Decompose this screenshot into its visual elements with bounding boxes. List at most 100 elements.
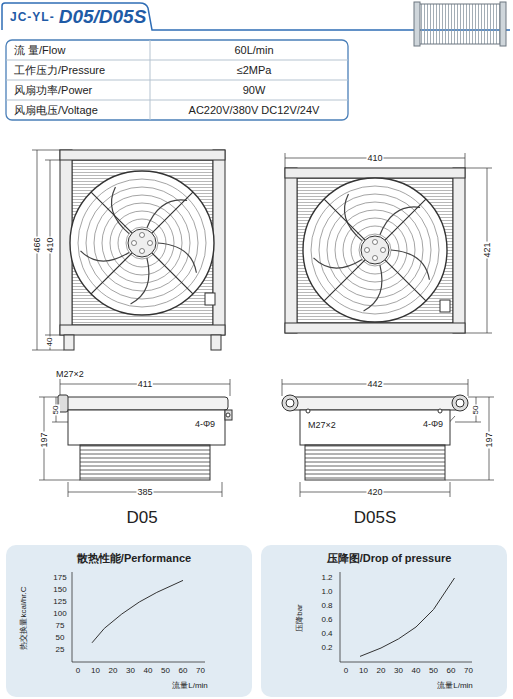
d05s-front-view-part-part: [314, 258, 363, 268]
d05-front-view-part: [60, 325, 225, 335]
d05-front-view-part-part: [132, 241, 137, 246]
d05-top-view-part: [225, 410, 232, 420]
d05s-front-view-part-part: [391, 250, 429, 280]
d05-front-view-part: [70, 171, 214, 315]
dimension: 50: [52, 405, 60, 416]
d05-top-view-part: [68, 410, 225, 445]
product-photo-part: [500, 2, 506, 46]
d05-front-view-part-part: [78, 179, 206, 307]
dimension-lines-part: [465, 153, 466, 168]
view-name: D05S: [353, 509, 398, 526]
dimension-lines-part: [455, 422, 481, 423]
dimension: 385: [136, 488, 153, 497]
tick-label: 1.2: [321, 574, 332, 582]
product-photo-part: [414, 2, 420, 46]
thread-size: M27×2: [307, 421, 337, 430]
spec-row: 风扇功率/Power90W: [6, 80, 358, 100]
spec-name: 风扇功率/Power: [6, 83, 150, 98]
pressure-chart-part: [340, 572, 472, 662]
tick-label: 0.2: [321, 644, 332, 652]
performance-chart-part: [92, 580, 183, 642]
hole-spec: 4-Φ9: [194, 420, 216, 429]
hole-spec: 4-Φ9: [422, 420, 444, 429]
d05-front-view-part-part: [131, 258, 149, 304]
tick-label: 1.0: [321, 588, 332, 596]
dimension-lines-part: [222, 482, 223, 497]
axis-title: 压降bar: [296, 604, 304, 632]
dimension: 40: [46, 337, 54, 348]
performance-chart: [72, 572, 205, 662]
d05s-front-view-part-part: [361, 236, 389, 264]
dimension-lines-part: [32, 150, 60, 151]
d05-front-view-part-part: [86, 187, 198, 299]
pressure-chart: [340, 572, 472, 662]
dimension-lines-part: [68, 482, 69, 497]
axis-title: 流量L/min: [437, 682, 473, 690]
spec-row: 流 量/Flow60L/min: [6, 40, 358, 60]
d05s-front-view-part-part: [319, 194, 431, 306]
tick-label: 70: [196, 667, 205, 675]
series-code: JC-YL-: [6, 10, 55, 24]
dimension-lines-part: [32, 350, 64, 351]
dimension-lines-part: [285, 153, 286, 168]
chart-heading: 散热性能/Performance: [6, 549, 262, 567]
dimension: 50: [472, 405, 480, 416]
model-name: D05/D05S: [55, 6, 147, 28]
dimension: 420: [366, 488, 383, 497]
dimension-lines-part: [468, 397, 494, 398]
d05-front-view-part: [211, 335, 221, 350]
dimension-lines-part: [468, 379, 469, 396]
thread-size: M27×2: [55, 370, 85, 379]
d05s-front-view-part: [453, 168, 465, 333]
d05s-front-view-part-part: [303, 178, 447, 322]
d05-top-view-part: [226, 413, 230, 417]
d05-front-view-part: [205, 293, 215, 305]
tick-label: 0.8: [321, 602, 332, 610]
d05s-front-view-part-part: [381, 248, 386, 253]
spec-table-part: [6, 80, 348, 81]
view-name: D05: [125, 509, 158, 526]
spec-value: ≤2MPa: [150, 64, 358, 76]
d05-front-view-part: [64, 335, 74, 350]
d05-front-view-part-part: [91, 253, 132, 294]
d05s-front-view-part-part: [365, 248, 370, 253]
tick-label: 20: [109, 667, 118, 675]
spec-value: AC220V/380V DC12V/24V: [150, 104, 358, 116]
tick-label: 175: [53, 574, 66, 582]
d05s-top-view-part: [290, 397, 460, 410]
tick-label: 10: [91, 667, 100, 675]
spec-row: 工作压力/Pressure≤2MPa: [6, 60, 358, 80]
d05s-front-view-part-part: [373, 240, 378, 245]
pressure-chart-part: [360, 578, 455, 656]
chart-panels-part: [6, 545, 252, 697]
tick-label: 60: [179, 667, 188, 675]
d05s-front-view-part-part: [324, 260, 365, 301]
d05s-top-view-part: [286, 399, 294, 407]
axis-title: 热交换量kcal/hr.C: [20, 586, 28, 649]
dimension: 197: [485, 431, 494, 448]
dimension: 197: [40, 431, 49, 448]
d05-front-view-part: [60, 150, 225, 160]
d05-top-view-part: [62, 397, 228, 410]
d05-front-view-part: [213, 150, 225, 335]
dimension: 466: [33, 236, 42, 253]
tick-label: 0.6: [321, 616, 332, 624]
d05s-front-view-part-part: [373, 256, 378, 261]
tick-label: 150: [53, 586, 66, 594]
d05s-front-view-part-part: [364, 265, 382, 311]
dimension-lines-part: [300, 482, 301, 497]
d05s-top-view-part: [456, 399, 464, 407]
d05-front-view-part-part: [152, 253, 193, 294]
chart-panels: [6, 545, 507, 697]
d05s-front-view-part: [285, 323, 465, 333]
d05-front-view-part-part: [140, 233, 145, 238]
d05s-front-view-part: [285, 168, 297, 333]
spec-value: 90W: [150, 84, 358, 96]
dimension: 442: [366, 380, 383, 389]
spec-table-part: [6, 100, 348, 101]
dimension: 411: [137, 380, 153, 389]
dimension-lines-part: [52, 422, 68, 423]
d05s-front-view-part-part: [385, 260, 426, 301]
tick-label: 75: [56, 622, 65, 630]
